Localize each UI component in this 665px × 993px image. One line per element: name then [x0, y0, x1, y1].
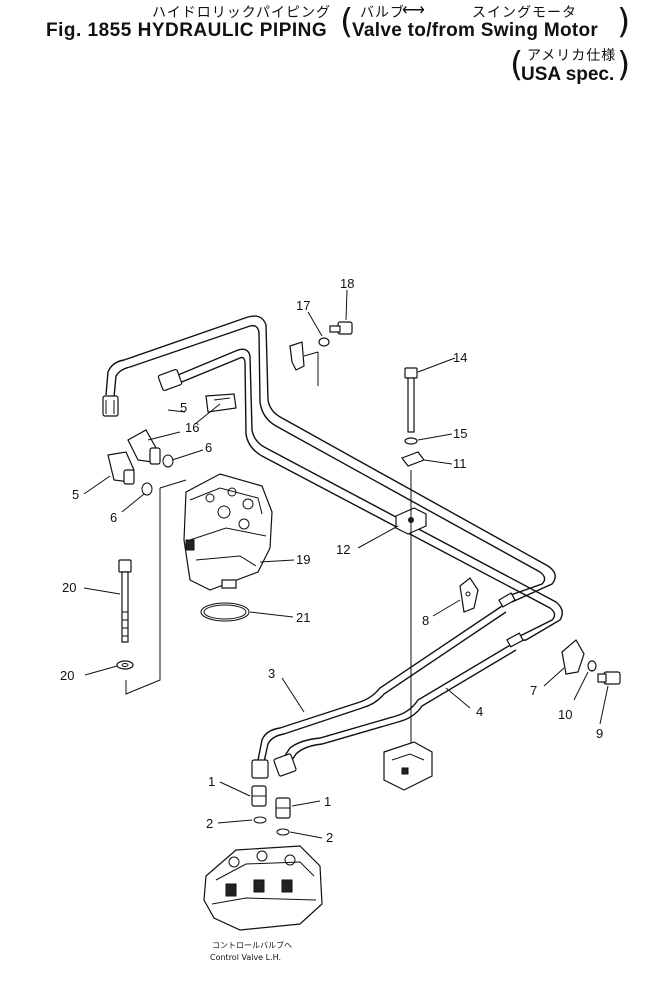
o-ring-2-left	[253, 816, 267, 824]
fitting-nut-upper	[157, 369, 183, 391]
paren-close-spec-icon: )	[617, 45, 631, 85]
callout-17: 17	[296, 298, 310, 313]
callout-21: 21	[296, 610, 310, 625]
bolt-9	[597, 671, 621, 685]
assembly-bracket-left	[125, 479, 187, 695]
callout-1-left: 1	[208, 774, 215, 789]
callout-5-lower: 5	[72, 487, 79, 502]
elbow-fitting-5-upper	[127, 429, 161, 465]
callout-15: 16	[185, 420, 199, 435]
callout-16: 18	[340, 276, 354, 291]
callout-2-right: 2	[326, 830, 333, 845]
fitting-nut-3	[251, 759, 269, 779]
jp-sub-right: スイングモータ	[472, 4, 577, 20]
swing-motor-valve-18	[183, 473, 273, 591]
bolt-16	[329, 321, 353, 335]
callout-10: 10	[558, 707, 572, 722]
callout-11: 11	[453, 456, 467, 471]
en-spec: USA spec.	[521, 64, 615, 85]
paren-open-spec-icon: (	[510, 45, 524, 85]
bolt-19	[118, 559, 132, 643]
o-ring-6-upper	[162, 454, 174, 468]
callout-13: 14	[453, 350, 467, 365]
bolt-13	[404, 367, 418, 433]
clamp-8	[459, 577, 479, 613]
fitting-nut-4	[273, 753, 297, 777]
title-block: ハイドロリックパイピング Fig. 1855 HYDRAULIC PIPING …	[0, 0, 665, 100]
clamp-15	[205, 393, 237, 413]
fitting-nut-left	[102, 395, 119, 417]
callout-7: 7	[530, 683, 537, 698]
washer-17	[318, 337, 330, 347]
pipe-sleeve-lower	[506, 632, 524, 648]
callout-1-right: 1	[324, 794, 331, 809]
callout-labels: 18 17 14 15 11 12 5 16 6 5 6 19 20 21 8 …	[60, 276, 603, 845]
caption-en: Control Valve L.H.	[210, 953, 281, 962]
pipe-sleeve-upper	[498, 592, 516, 608]
o-ring-21	[200, 602, 250, 622]
bracket-lower	[383, 741, 433, 791]
jp-spec: アメリカ仕様	[527, 47, 617, 63]
washer-14	[404, 437, 418, 445]
washer-20	[116, 660, 134, 670]
o-ring-2-right	[276, 828, 290, 836]
clamp-7	[561, 639, 585, 675]
callout-9: 9	[596, 726, 603, 741]
jp-sub-left: バルブ	[360, 4, 405, 20]
jp-title: ハイドロリックパイピング	[152, 4, 332, 20]
adapter-1-right	[275, 797, 291, 819]
callout-8: 8	[422, 613, 429, 628]
washer-10	[587, 660, 597, 672]
clip-11	[401, 451, 425, 467]
callout-6-lower: 6	[110, 510, 117, 525]
paren-open-icon: (	[340, 2, 354, 42]
callout-20-label: 20	[60, 668, 74, 683]
callout-19: 20	[62, 580, 76, 595]
elbow-fitting-5-lower	[107, 451, 135, 485]
arrow-icon: ⟷	[402, 2, 425, 19]
en-subtitle: Valve to/from Swing Motor	[352, 20, 599, 41]
adapter-1-left	[251, 785, 267, 807]
callout-2-left: 2	[206, 816, 213, 831]
upper-pipe-assembly	[105, 315, 563, 641]
callout-5-upper: 5	[180, 400, 187, 415]
control-valve-lh	[203, 845, 323, 931]
leader-lines	[83, 289, 609, 839]
fig-title: Fig. 1855 HYDRAULIC PIPING	[46, 20, 328, 41]
callout-4: 4	[476, 704, 483, 719]
callout-12: 12	[336, 542, 350, 557]
callout-14: 15	[453, 426, 467, 441]
callout-18: 19	[296, 552, 310, 567]
callout-3: 3	[268, 666, 275, 681]
o-ring-6-lower	[141, 482, 153, 496]
paren-close-icon: )	[617, 2, 631, 42]
o-ring-21-inner	[203, 604, 247, 620]
caption-jp: コントロールバルブヘ	[212, 940, 292, 950]
callout-6-upper: 6	[205, 440, 212, 455]
bracket-upper	[289, 341, 319, 386]
